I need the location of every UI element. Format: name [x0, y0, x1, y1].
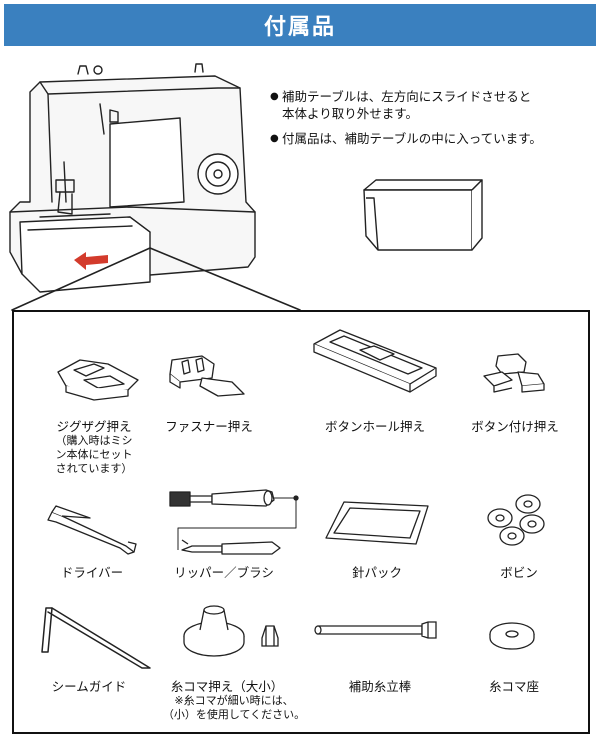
zigzag-foot-note: （購入時はミシ ン本体にセット されています） — [44, 434, 144, 476]
sewing-machine-icon — [9, 63, 301, 311]
ripper-brush-icon — [169, 489, 299, 555]
spool-pin-icon — [314, 621, 437, 639]
note-line: ※糸コマが細い時には、 — [174, 694, 294, 707]
bullet: ● — [270, 133, 279, 144]
zipper-foot-label: ファスナー押え — [165, 419, 253, 434]
zipper-foot-icon — [169, 355, 245, 397]
page-title-text: 付属品 — [263, 15, 336, 40]
notes-list: ● 補助テーブルは、左方向にスライドさせると 本体より取り外せます。 ● 付属品… — [270, 88, 590, 155]
zigzag-foot-label: ジグザグ押え — [56, 419, 132, 434]
spool-cap-icon — [183, 605, 279, 657]
ripper-brush-label: リッパー／ブラシ — [174, 565, 274, 580]
buttonhole-foot-label: ボタンホール押え — [324, 419, 425, 434]
bobbin-label: ボビン — [500, 565, 538, 580]
seam-guide-label: シームガイド — [51, 679, 127, 694]
note-text-line: 付属品は、補助テーブルの中に入っています。 — [282, 131, 542, 146]
note-line: されています） — [55, 462, 133, 475]
spool-pin-label: 補助糸立棒 — [348, 679, 412, 694]
zigzag-foot-icon — [57, 359, 139, 401]
note-item: ● 補助テーブルは、左方向にスライドさせると 本体より取り外せます。 — [270, 88, 590, 122]
screwdriver-icon — [47, 505, 137, 555]
spool-cap-note: ※糸コマが細い時には、 （小）を使用してください。 — [154, 694, 314, 722]
screwdriver-label: ドライバー — [60, 565, 124, 580]
spool-cap-label: 糸コマ押え（大小） — [170, 679, 284, 694]
extension-table-icon — [363, 179, 483, 251]
note-line: ン本体にセット — [55, 448, 133, 461]
needle-pack-icon — [325, 501, 429, 545]
button-sewing-foot-label: ボタン付け押え — [471, 419, 559, 434]
bobbin-icon — [487, 494, 545, 546]
bullet: ● — [270, 91, 279, 102]
buttonhole-foot-icon — [313, 329, 437, 393]
note-text-line: 補助テーブルは、左方向にスライドさせると — [282, 89, 532, 104]
note-line: （購入時はミシ — [55, 434, 133, 447]
note-text-line: 本体より取り外せます。 — [282, 106, 419, 121]
seam-guide-icon — [41, 607, 151, 669]
button-sewing-foot-icon — [483, 353, 545, 393]
accessories-box: ジグザグ押え （購入時はミシ ン本体にセット されています） ファスナー押え ボ… — [12, 310, 590, 734]
spool-felt-label: 糸コマ座 — [488, 679, 539, 694]
note-line: （小）を使用してください。 — [162, 708, 306, 721]
note-item: ● 付属品は、補助テーブルの中に入っています。 — [270, 130, 590, 147]
page-title: 付属品 — [4, 4, 596, 46]
needle-pack-label: 針パック — [351, 565, 402, 580]
spool-felt-icon — [489, 622, 535, 650]
